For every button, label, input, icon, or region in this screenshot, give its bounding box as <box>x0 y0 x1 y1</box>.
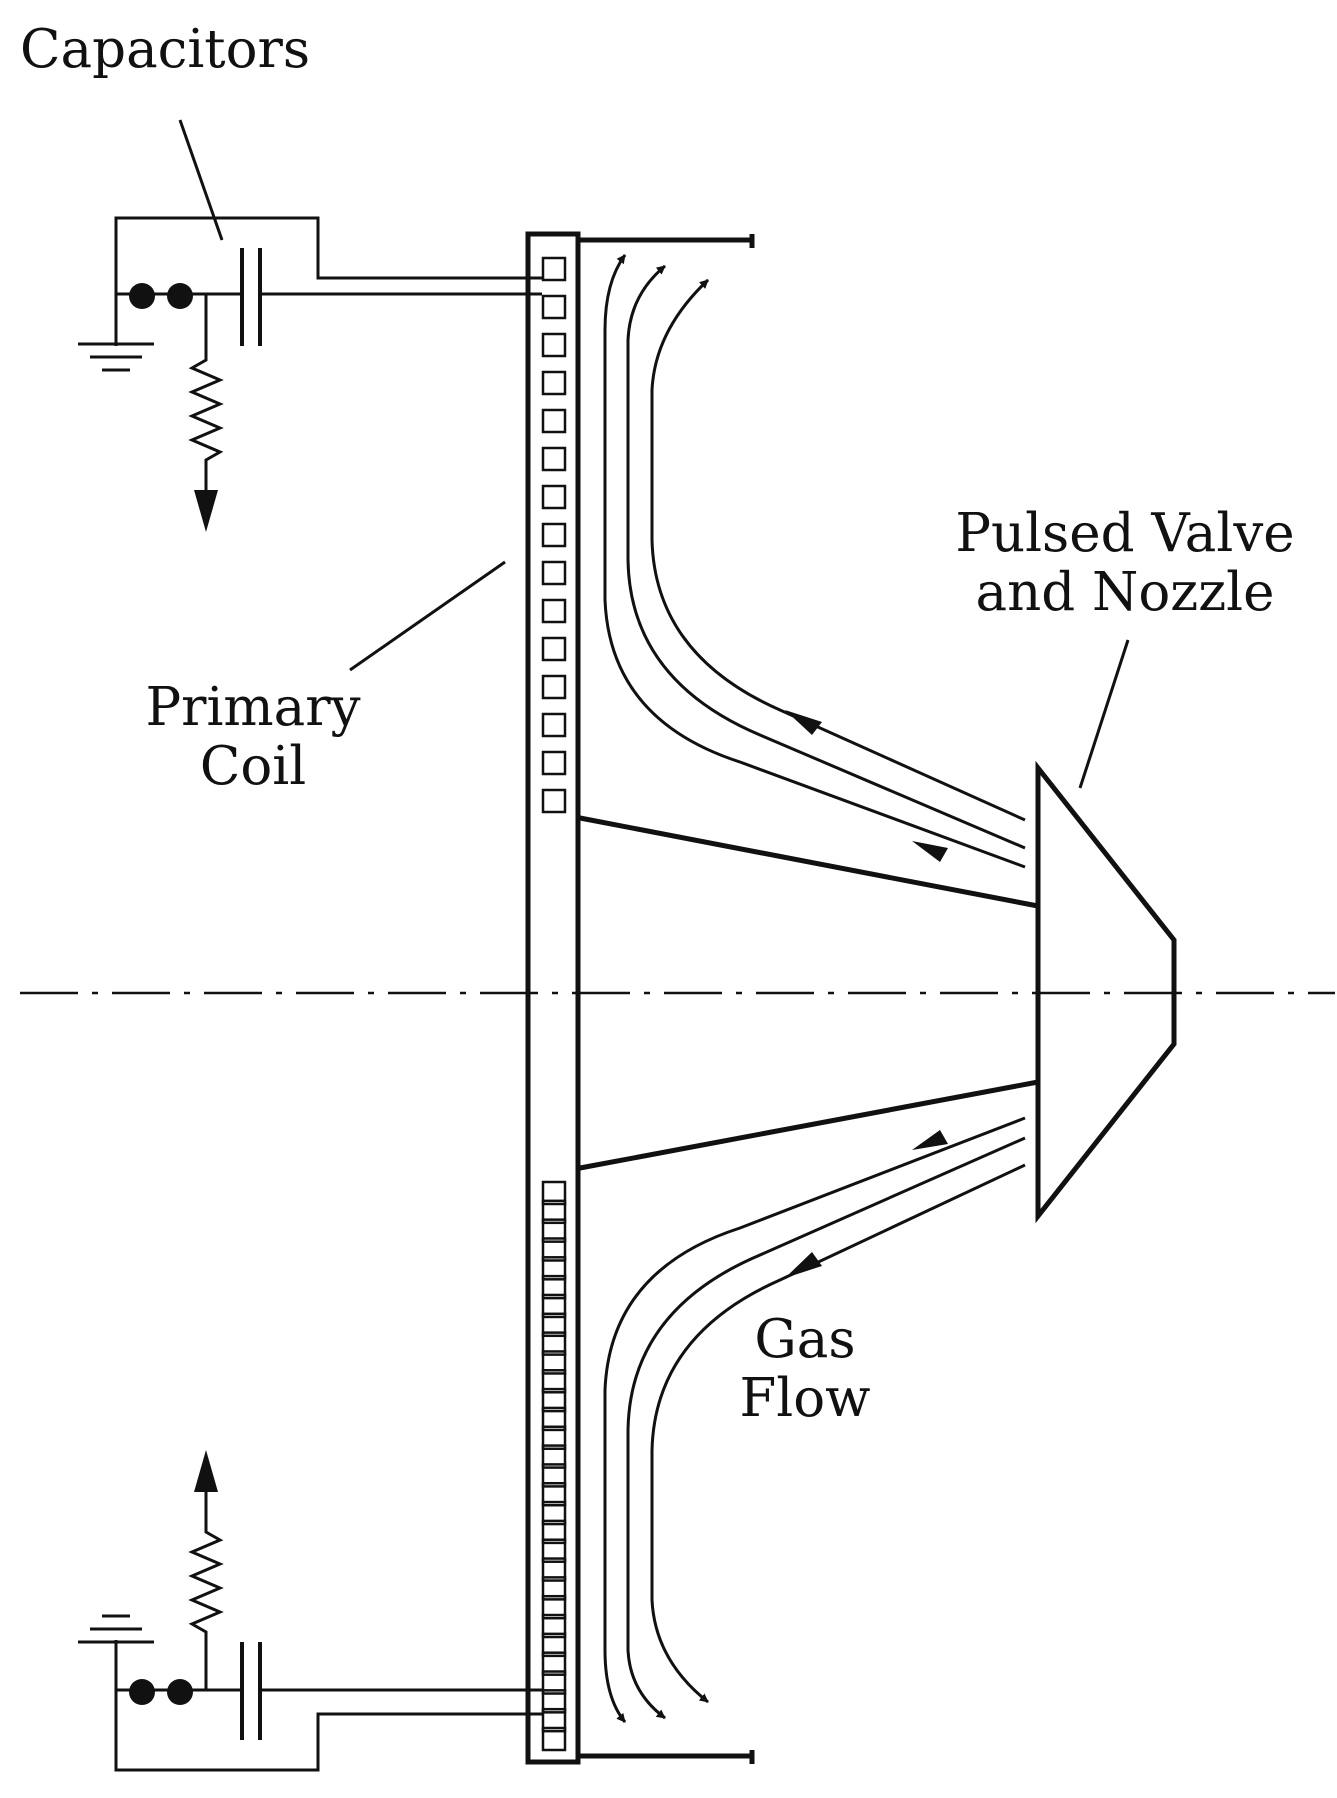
coil-turn <box>541 256 567 282</box>
capacitors-label: Capacitors <box>20 19 311 80</box>
gas-cone-edge-upper <box>579 815 1039 909</box>
coil-turn <box>541 1199 567 1225</box>
coil-turn <box>541 750 567 776</box>
upper-gas-flow-lines <box>603 254 1026 869</box>
coil-turn <box>541 560 567 586</box>
coil-turn <box>541 1444 567 1469</box>
primary-coil-leader-line <box>349 560 506 672</box>
coil-turn <box>541 1613 567 1639</box>
gas-flow-label-line1: Gas <box>754 1309 856 1370</box>
primary-coil-label: Primary Coil <box>118 678 388 797</box>
lower-gas-flow-lines <box>603 1116 1026 1723</box>
pulsed-valve-label-line2: and Nozzle <box>975 562 1275 624</box>
upper-spark-gap-left <box>129 283 155 309</box>
coil-turn <box>541 1538 567 1563</box>
gas-flow-label-line2: Flow <box>739 1368 871 1430</box>
coil-turn <box>541 1500 567 1526</box>
coil-turn <box>541 1557 567 1582</box>
coil-turn <box>541 484 567 510</box>
coil-turn <box>541 1576 567 1601</box>
coil-turn <box>541 446 567 472</box>
lower-flow-arrow-icon-2 <box>912 1130 948 1150</box>
primary-coil-upper <box>541 256 567 814</box>
coil-turn <box>541 598 567 624</box>
gas-flow-label: Gas Flow <box>700 1310 910 1429</box>
coil-turn <box>541 1519 567 1545</box>
coil-turn <box>541 1312 567 1338</box>
coil-turn <box>541 1180 567 1206</box>
coil-housing <box>525 231 755 1765</box>
coil-turn <box>541 408 567 434</box>
coil-turn <box>541 1387 567 1413</box>
lower-output-arrow-icon <box>194 1450 218 1492</box>
coil-turn <box>541 1293 567 1319</box>
coil-turn <box>541 1237 567 1262</box>
primary-coil-lower <box>541 1180 567 1752</box>
coil-turn <box>541 1707 567 1733</box>
coil-turn <box>541 636 567 662</box>
coil-turn <box>541 712 567 738</box>
coil-turn <box>541 1218 567 1243</box>
coil-turn <box>541 1481 567 1507</box>
coil-turn <box>541 1594 567 1620</box>
pulsed-valve-nozzle <box>1035 760 1177 1224</box>
coil-turn <box>541 674 567 700</box>
pulsed-valve-label-line1: Pulsed Valve <box>955 503 1295 564</box>
coil-turn <box>541 1425 567 1451</box>
capacitors-leader-line <box>178 119 224 241</box>
lower-capacitor-circuit <box>78 1490 542 1772</box>
coil-turn <box>541 1651 567 1676</box>
upper-flow-arrow-icon-2 <box>912 841 948 862</box>
coil-turn <box>541 1406 567 1432</box>
coil-turn <box>541 788 567 814</box>
primary-coil-label-line2: Coil <box>199 736 307 798</box>
coil-turn <box>541 370 567 396</box>
coil-turn <box>541 1689 567 1714</box>
upper-flow-arrow-icon <box>785 710 822 735</box>
coil-turn <box>541 1274 567 1300</box>
coil-turn <box>541 294 567 320</box>
coil-turn <box>541 1670 567 1695</box>
coil-turn <box>541 1463 567 1488</box>
upper-output-arrow-icon <box>194 490 218 532</box>
upper-spark-gap-right <box>167 283 193 309</box>
valve-leader-line <box>1078 639 1130 789</box>
lower-spark-gap-left <box>129 1679 155 1705</box>
pulsed-valve-label: Pulsed Valve and Nozzle <box>925 504 1325 623</box>
gas-cone-edge-lower <box>579 1079 1039 1171</box>
coil-turn <box>541 522 567 548</box>
coil-turn <box>541 1369 567 1394</box>
coil-turn <box>541 332 567 358</box>
coil-turn <box>541 1350 567 1375</box>
upper-capacitor-circuit <box>78 216 542 490</box>
coil-turn <box>541 1331 567 1356</box>
coil-turn <box>541 1256 567 1281</box>
coil-turn <box>541 1726 567 1752</box>
coil-turn <box>541 1632 567 1658</box>
lower-flow-arrow-icon <box>785 1252 822 1278</box>
lower-spark-gap-right <box>167 1679 193 1705</box>
primary-coil-label-line1: Primary <box>145 677 361 738</box>
